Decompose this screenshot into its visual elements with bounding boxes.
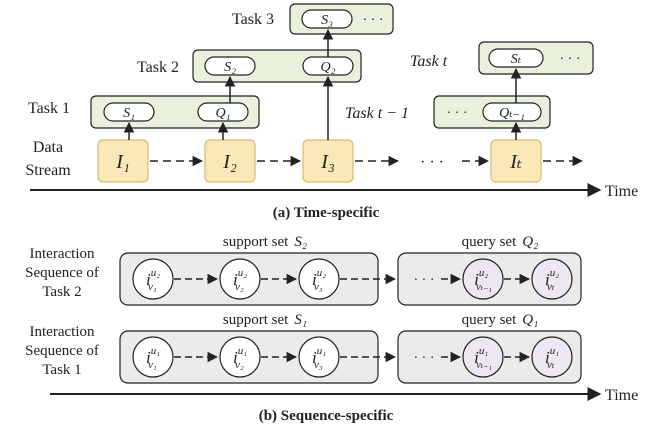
task1-q1-label: Q₁ xyxy=(216,106,231,121)
data-stream-label-1: Data xyxy=(33,139,63,156)
row-task1-label-1: Interaction xyxy=(30,324,95,340)
part-a: Time Data Stream I₁ I₂ I₃ Iₜ · · · Task … xyxy=(25,3,638,221)
task2-q2-label: Q₂ xyxy=(321,60,336,75)
data-box-i3: I₃ xyxy=(302,139,354,183)
part-b: Interaction Sequence of Task 2 support s… xyxy=(25,234,638,424)
data-box-i1-label: I₁ xyxy=(115,151,130,173)
row-task2-label-1: Interaction xyxy=(30,246,95,262)
row-task1-ellipsis: · · · xyxy=(414,351,435,366)
task3-s3-label: S₃ xyxy=(321,13,333,28)
task-t-minus-1-label: Task t − 1 xyxy=(345,105,409,122)
task-t-minus-1-q-label: Qₜ₋₁ xyxy=(499,106,525,121)
time-axis-label-a: Time xyxy=(605,183,638,200)
data-box-i2-label: I₂ xyxy=(222,151,237,173)
task2-box: S₂ Q₂ xyxy=(192,49,362,83)
caption-b: (b) Sequence-specific xyxy=(259,408,394,424)
task3-box: S₃ · · · xyxy=(289,3,394,35)
sequence-row-task2: Interaction Sequence of Task 2 support s… xyxy=(25,234,582,306)
row-task1-label-3: Task 1 xyxy=(42,362,81,378)
task-t-box: Sₜ · · · xyxy=(478,41,594,75)
task2-s2-pill xyxy=(204,56,256,76)
row-task2-label-3: Task 2 xyxy=(42,284,81,300)
data-box-i1: I₁ xyxy=(97,139,149,183)
row-task2-ellipsis: · · · xyxy=(414,273,435,288)
task-t-s-label: Sₜ xyxy=(511,52,522,67)
data-stream-label-2: Stream xyxy=(25,162,71,179)
task2-s2-label: S₂ xyxy=(224,60,236,75)
task1-q1-pill xyxy=(197,102,249,122)
task3-s3-pill xyxy=(301,9,353,29)
data-box-i3-label: I₃ xyxy=(320,151,335,173)
task-t-ellipsis: · · · xyxy=(560,52,581,67)
task1-box: S₁ Q₁ xyxy=(90,95,260,129)
sequence-row-task1: Interaction Sequence of Task 1 support s… xyxy=(25,312,582,384)
task1-s1-label: S₁ xyxy=(123,106,135,121)
task1-label: Task 1 xyxy=(28,100,70,117)
caption-a: (a) Time-specific xyxy=(273,205,380,221)
task-t-minus-1-q-pill xyxy=(482,102,542,122)
task-t-s-pill xyxy=(488,48,544,68)
task-t-minus-1-ellipsis: · · · xyxy=(447,106,468,121)
task-t-label: Task t xyxy=(410,53,448,70)
task2-label: Task 2 xyxy=(137,59,179,76)
data-box-it: Iₜ xyxy=(490,139,542,183)
task3-ellipsis: · · · xyxy=(363,13,384,28)
task-t-minus-1-box: · · · Qₜ₋₁ xyxy=(433,95,551,129)
time-axis-label-b: Time xyxy=(605,387,638,404)
row-task1-label-2: Sequence of xyxy=(25,343,99,359)
data-box-it-label: Iₜ xyxy=(509,151,522,173)
task3-label: Task 3 xyxy=(232,11,274,28)
stream-ellipsis: · · · xyxy=(420,154,444,171)
row-task2-label-2: Sequence of xyxy=(25,265,99,281)
data-box-i2: I₂ xyxy=(204,139,256,183)
task1-s1-pill xyxy=(103,102,155,122)
